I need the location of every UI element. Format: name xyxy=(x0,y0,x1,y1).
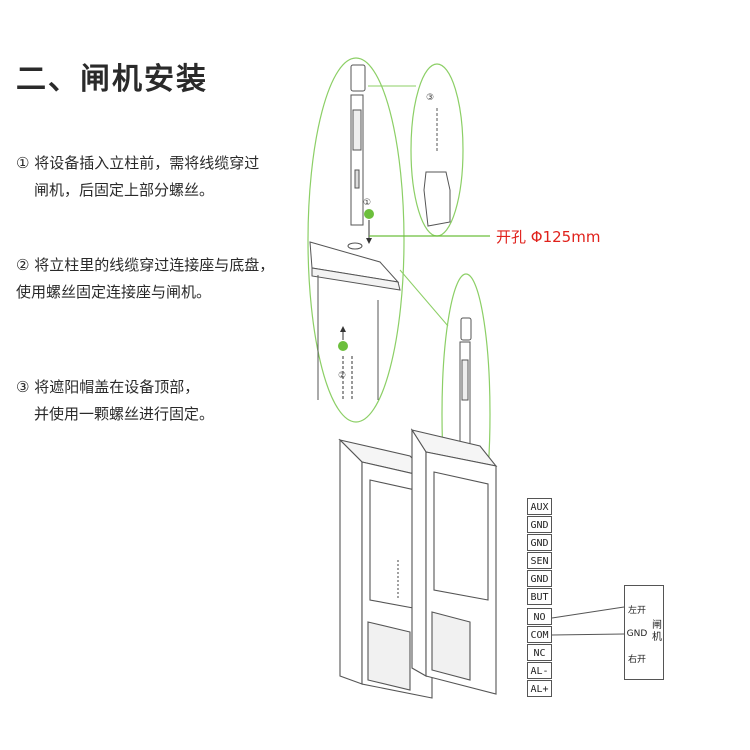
gate-right-body xyxy=(410,428,498,695)
step-1-line-2: 闸机，后固定上部分螺丝。 xyxy=(34,181,215,199)
step-2-line-1: ② 将立柱里的线缆穿过连接座与底盘， xyxy=(16,256,275,274)
gate-gnd: GND xyxy=(626,629,648,639)
terminal-but: BUT xyxy=(527,588,552,605)
terminal-gnd-1: GND xyxy=(527,516,552,533)
page-title: 二、闸机安装 xyxy=(16,62,208,97)
step-2-line-2: 使用螺丝固定连接座与闸机。 xyxy=(16,283,212,301)
right-column xyxy=(459,317,472,463)
step-3-line-2: 并使用一颗螺丝进行固定。 xyxy=(34,405,215,423)
wire-no xyxy=(551,606,625,619)
green-marker-2 xyxy=(338,341,348,351)
terminal-nc: NC xyxy=(527,644,552,661)
detail-circle-main xyxy=(307,57,405,423)
sunshade-cap xyxy=(423,108,451,227)
gate-top-slab xyxy=(309,241,401,400)
step-1-line-1: ① 将设备插入立柱前，需将线缆穿过 xyxy=(16,154,260,172)
step-3-line-1: ③ 将遮阳帽盖在设备顶部， xyxy=(16,378,200,396)
terminal-al-plus: AL+ xyxy=(527,680,552,697)
terminal-no: NO xyxy=(527,608,552,625)
terminal-al-minus: AL- xyxy=(527,662,552,679)
step-2: ② 将立柱里的线缆穿过连接座与底盘， 使用螺丝固定连接座与闸机。 xyxy=(16,252,274,306)
terminal-gnd-2: GND xyxy=(527,534,552,551)
step-1: ① 将设备插入立柱前，需将线缆穿过 闸机，后固定上部分螺丝。 xyxy=(16,150,259,204)
terminal-com: COM xyxy=(527,626,552,643)
callout-2: ② xyxy=(338,371,346,381)
gate-open-left: 左开 xyxy=(627,606,646,616)
callout-3: ③ xyxy=(426,93,434,103)
hole-size-label: 开孔 Φ125mm xyxy=(496,228,601,246)
callout-1: ① xyxy=(363,198,371,208)
terminal-sen: SEN xyxy=(527,552,552,569)
gate-open-right: 右开 xyxy=(627,655,646,665)
wire-com xyxy=(551,633,625,636)
terminal-aux: AUX xyxy=(527,498,552,515)
green-marker-1 xyxy=(364,209,374,219)
column-assembly xyxy=(350,64,366,226)
step-3: ③ 将遮阳帽盖在设备顶部， 并使用一颗螺丝进行固定。 xyxy=(16,374,214,428)
gate-name: 闸机 xyxy=(652,620,662,643)
terminal-gnd-3: GND xyxy=(527,570,552,587)
gate-control-box: 左开 GND 右开 闸机 xyxy=(624,585,664,680)
